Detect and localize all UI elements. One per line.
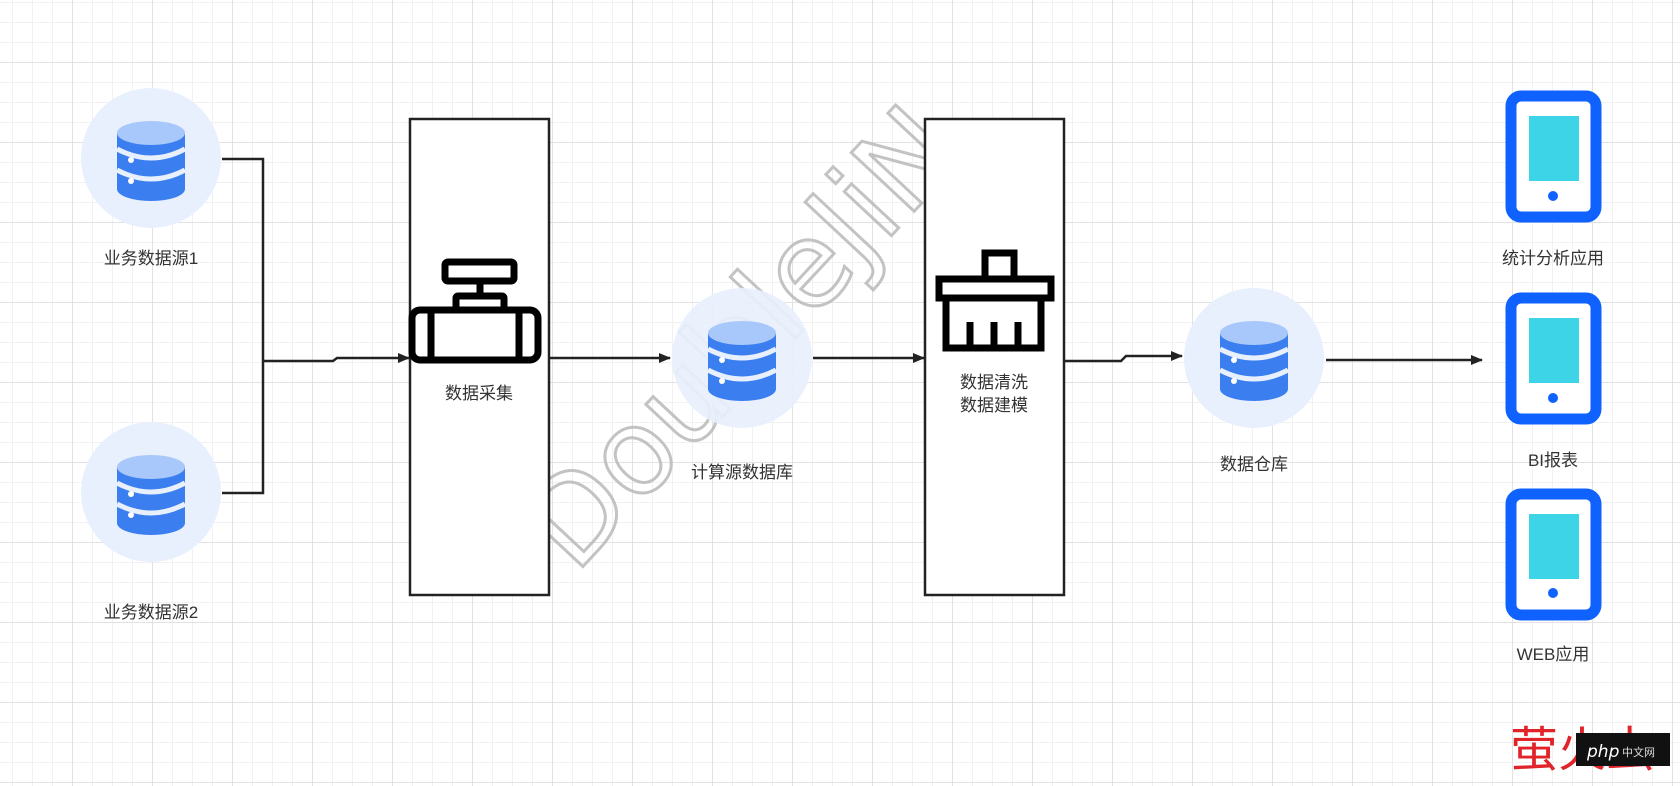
connector-merge-to-collect [263, 353, 410, 363]
compute-db-label: 计算源数据库 [691, 463, 793, 482]
database-icon [708, 321, 776, 401]
connector-source1 [222, 157, 265, 359]
app-node-bi: BI报表 [1505, 292, 1602, 470]
app-node-web: WEB应用 [1505, 488, 1602, 664]
clean-label-line2: 数据建模 [960, 396, 1028, 415]
tablet-icon [1505, 488, 1602, 621]
clean-label-line1: 数据清洗 [960, 373, 1028, 392]
source-node-2: 业务数据源2 [81, 422, 221, 622]
logo-php: php [1586, 742, 1620, 762]
source-node-1: 业务数据源1 [81, 88, 221, 268]
database-icon [117, 455, 185, 535]
source-label-2: 业务数据源2 [104, 603, 198, 622]
app-label-web: WEB应用 [1517, 645, 1590, 664]
warehouse-node: 数据仓库 [1184, 288, 1324, 474]
database-icon [117, 121, 185, 201]
tablet-icon [1505, 90, 1602, 223]
database-icon [1220, 321, 1288, 401]
connector-clean-to-warehouse [1064, 351, 1183, 363]
clean-node: 数据清洗 数据建模 [923, 117, 1066, 597]
warehouse-label: 数据仓库 [1220, 455, 1288, 474]
compute-db-node: 计算源数据库 [672, 288, 812, 482]
app-label-stats: 统计分析应用 [1502, 249, 1604, 268]
source-label-1: 业务数据源1 [104, 249, 198, 268]
connector-source2 [222, 359, 265, 495]
app-node-stats: 统计分析应用 [1502, 90, 1604, 268]
site-logo: 萤火虫 php 中文网 [1510, 722, 1670, 778]
pipe-valve-icon [408, 258, 542, 364]
logo-site: 中文网 [1622, 745, 1655, 759]
collect-label: 数据采集 [445, 384, 513, 403]
broom-icon [935, 249, 1055, 352]
collect-node: 数据采集 [408, 117, 551, 597]
connectors [222, 157, 1483, 495]
tablet-icon [1505, 292, 1602, 425]
app-label-bi: BI报表 [1528, 451, 1578, 470]
